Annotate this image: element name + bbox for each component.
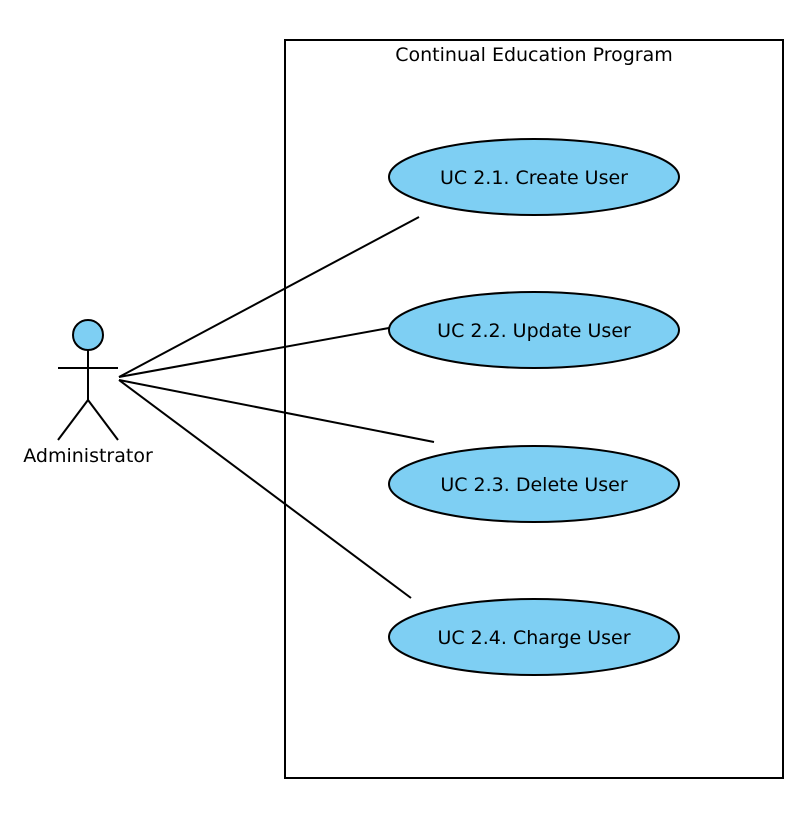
actor-head: [72, 319, 104, 351]
use-case-label: UC 2.1. Create User: [440, 167, 628, 189]
use-case-label: UC 2.4. Charge User: [437, 627, 630, 649]
use-case-label: UC 2.3. Delete User: [440, 474, 627, 496]
system-title: Continual Education Program: [395, 44, 673, 66]
association-line-charge: [118, 379, 412, 599]
use-case-charge-user[interactable]: UC 2.4. Charge User: [388, 598, 680, 676]
use-case-delete-user[interactable]: UC 2.3. Delete User: [388, 445, 680, 523]
use-case-label: UC 2.2. Update User: [437, 320, 631, 342]
use-case-ellipse: [388, 291, 680, 369]
use-case-ellipse: [388, 138, 680, 216]
use-case-ellipse: [388, 445, 680, 523]
association-line-update: [118, 327, 390, 378]
actor-left-leg: [57, 399, 89, 441]
actor-label: Administrator: [23, 445, 153, 467]
association-line-delete: [118, 379, 435, 443]
use-case-ellipse: [388, 598, 680, 676]
use-case-update-user[interactable]: UC 2.2. Update User: [388, 291, 680, 369]
use-case-create-user[interactable]: UC 2.1. Create User: [388, 138, 680, 216]
actor-right-leg: [87, 399, 119, 441]
associations: [118, 216, 435, 599]
association-line-create: [118, 216, 420, 378]
actor-administrator[interactable]: Administrator: [23, 319, 153, 467]
